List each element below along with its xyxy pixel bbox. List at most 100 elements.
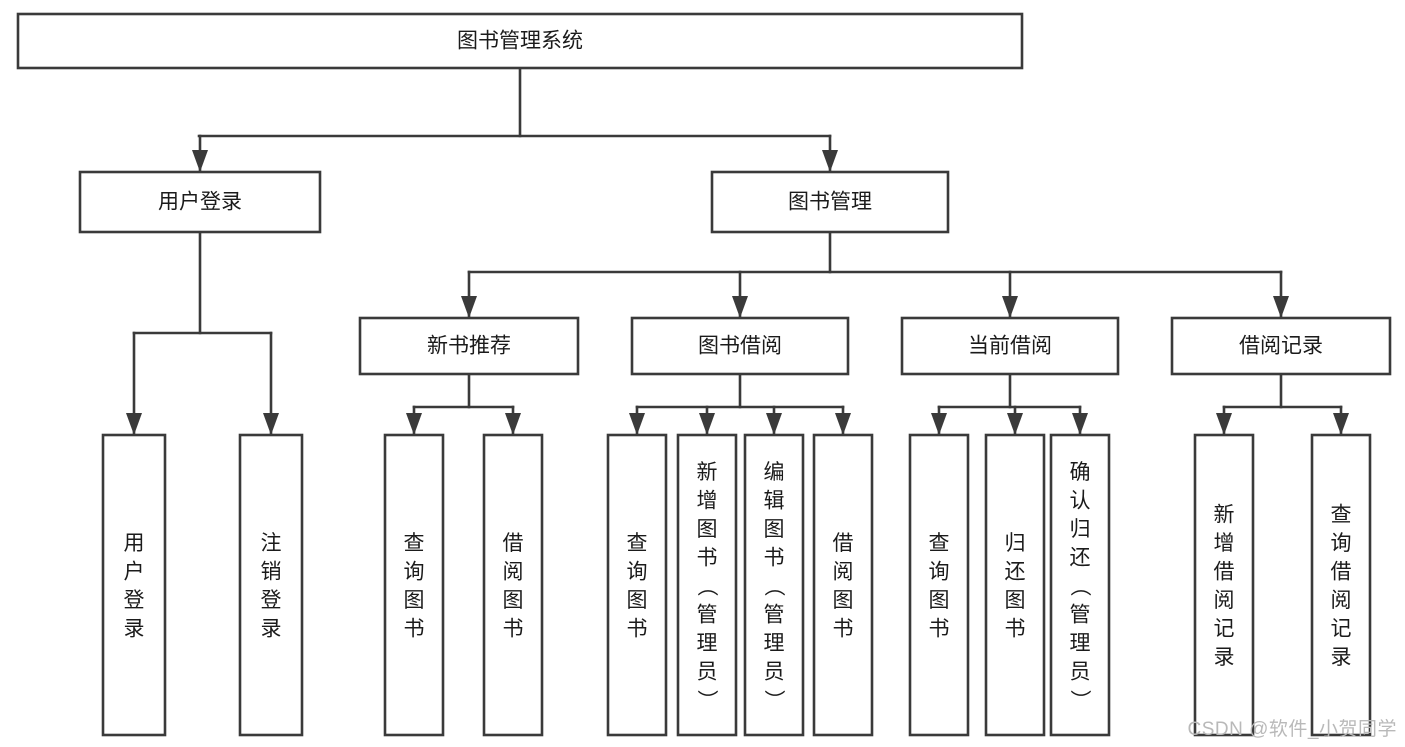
node-label-char: 录 (1214, 646, 1235, 669)
node-label-char: 借 (833, 532, 854, 555)
node-box[interactable] (1049, 433, 1111, 737)
node-box[interactable] (908, 433, 970, 737)
node-label-char: （ (1068, 575, 1091, 596)
node-level2-0[interactable]: 用户登录 (78, 170, 322, 234)
node-label-char: 询 (404, 561, 425, 584)
node-label-char: 记 (1214, 618, 1235, 641)
arrow-head-icon (461, 296, 477, 318)
node-label-char: ） (1068, 689, 1091, 710)
node-label-char: ） (695, 689, 718, 710)
node-label-char: 新 (697, 461, 718, 484)
node-level3-1[interactable]: 图书借阅 (630, 316, 850, 376)
node-label-char: 户 (124, 561, 145, 584)
node-level3-0[interactable]: 新书推荐 (358, 316, 580, 376)
node-box[interactable] (358, 316, 580, 376)
node-label-char: 辑 (764, 489, 785, 512)
node-box[interactable] (238, 433, 304, 737)
node-label-char: 增 (697, 489, 718, 512)
node-box[interactable] (606, 433, 668, 737)
node-label-char: 书 (503, 618, 524, 641)
node-box[interactable] (630, 316, 850, 376)
node-label-char: 登 (124, 589, 145, 612)
node-label-char: 归 (1070, 518, 1091, 541)
node-label-char: 注 (261, 532, 282, 555)
node-label-char: 认 (1070, 489, 1091, 512)
node-label-char: 录 (124, 618, 145, 641)
node-box[interactable] (16, 12, 1024, 70)
node-level2-1[interactable]: 图书管理 (710, 170, 950, 234)
node-label-char: 管 (1070, 603, 1091, 626)
node-root-0[interactable]: 图书管理系统 (16, 12, 1024, 70)
node-box[interactable] (383, 433, 445, 737)
arrow-head-icon (1333, 413, 1349, 435)
node-box[interactable] (78, 170, 322, 234)
node-label-char: 员 (697, 660, 718, 683)
node-box[interactable] (984, 433, 1046, 737)
arrow-head-icon (931, 413, 947, 435)
node-label-char: 借 (1331, 561, 1352, 584)
node-label-char: 阅 (1331, 589, 1352, 612)
node-label-char: 图 (764, 518, 785, 541)
node-box[interactable] (743, 433, 805, 737)
node-label-char: 还 (1005, 561, 1026, 584)
node-level3-2[interactable]: 当前借阅 (900, 316, 1120, 376)
node-box[interactable] (1310, 433, 1372, 737)
node-label-char: 理 (1070, 632, 1091, 655)
arrow-head-icon (406, 413, 422, 435)
node-box[interactable] (1170, 316, 1392, 376)
node-box[interactable] (812, 433, 874, 737)
node-label-char: 管 (697, 603, 718, 626)
node-label-char: 阅 (503, 561, 524, 584)
node-label-char: 阅 (1214, 589, 1235, 612)
node-label: 当前借阅 (968, 335, 1052, 358)
node-box[interactable] (900, 316, 1120, 376)
arrow-head-icon (263, 413, 279, 435)
arrow-head-icon (1007, 413, 1023, 435)
node-box[interactable] (482, 433, 544, 737)
node-label-char: 阅 (833, 561, 854, 584)
node-level3-3[interactable]: 借阅记录 (1170, 316, 1392, 376)
node-label: 借阅记录 (1239, 335, 1323, 358)
node-box[interactable] (676, 433, 738, 737)
node-label-char: 借 (503, 532, 524, 555)
node-label-char: 记 (1331, 618, 1352, 641)
node-label-char: 查 (1331, 504, 1352, 527)
node-label-char: 登 (261, 589, 282, 612)
node-label-char: 书 (764, 546, 785, 569)
arrow-head-icon (699, 413, 715, 435)
node-label-char: ） (762, 689, 785, 710)
node-label-char: 图 (697, 518, 718, 541)
connector-layer (126, 66, 1349, 437)
node-label-char: 查 (627, 532, 648, 555)
node-label-char: 管 (764, 603, 785, 626)
node-label-char: 确 (1070, 461, 1091, 484)
arrow-head-icon (1273, 296, 1289, 318)
node-box[interactable] (101, 433, 167, 737)
node-label-char: 归 (1005, 532, 1026, 555)
node-label-char: 图 (503, 589, 524, 612)
node-box[interactable] (710, 170, 950, 234)
arrow-head-icon (505, 413, 521, 435)
arrow-head-icon (766, 413, 782, 435)
node-box[interactable] (1193, 433, 1255, 737)
node-label-char: 图 (1005, 589, 1026, 612)
node-label: 新书推荐 (427, 335, 511, 358)
node-label-char: 书 (627, 618, 648, 641)
node-label-char: 理 (764, 632, 785, 655)
node-leaf-0[interactable]: 用户登录 (101, 433, 167, 737)
arrow-head-icon (732, 296, 748, 318)
arrow-head-icon (1002, 296, 1018, 318)
node-label-char: 编 (764, 461, 785, 484)
